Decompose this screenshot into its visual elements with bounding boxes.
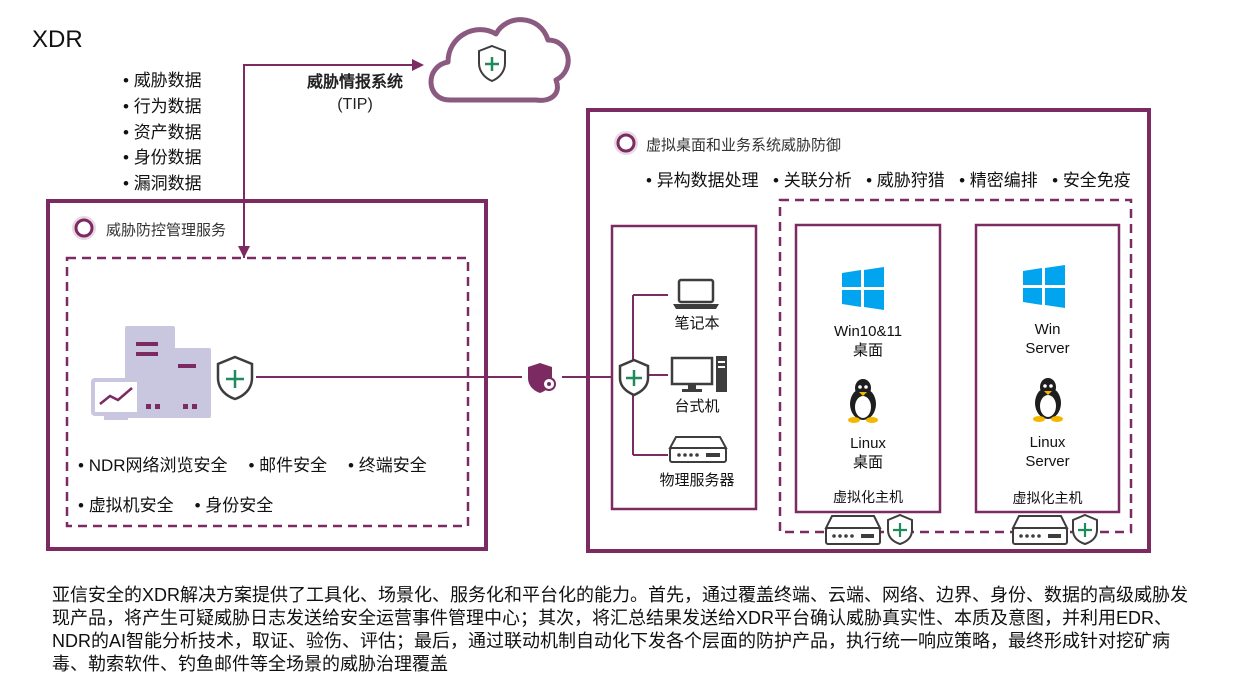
host1-windows-label: Win10&11 桌面 — [796, 322, 940, 360]
desktop-icon — [670, 356, 727, 392]
laptop-icon — [673, 278, 719, 309]
cloud-shield-icon — [478, 44, 506, 83]
linux-icon — [848, 379, 878, 423]
right-panel-target-icon — [614, 131, 638, 155]
data-type-item: 资产数据 — [123, 118, 202, 143]
left-feature-item: 身份安全 — [195, 496, 274, 515]
tip-arrow — [238, 59, 424, 258]
left-feature-item: 邮件安全 — [248, 456, 327, 475]
device-label-server: 物理服务器 — [659, 472, 735, 489]
left-panel-target-icon — [72, 216, 96, 240]
host-shield-icon — [1072, 513, 1098, 546]
host2-windows-label: Win Server — [976, 320, 1119, 358]
tip-abbr: (TIP) — [337, 96, 373, 113]
host2-linux-line1: Linux — [1029, 434, 1066, 451]
page-title: XDR — [32, 26, 83, 53]
data-type-item: 身份数据 — [123, 143, 202, 168]
data-type-item: 威胁数据 — [123, 66, 202, 91]
left-panel-title: 威胁防控管理服务 — [106, 222, 227, 239]
right-feature-item: 关联分析 — [773, 171, 852, 190]
device-label-laptop: 笔记本 — [674, 315, 720, 332]
host1-windows-line2: 桌面 — [852, 342, 883, 359]
right-feature-list: 异构数据处理 关联分析 威胁狩猎 精密编排 安全免疫 — [646, 166, 1131, 191]
host1-linux-line1: Linux — [850, 435, 886, 452]
data-type-item: 行为数据 — [123, 92, 202, 117]
left-panel-frame — [46, 199, 488, 551]
left-feature-list-row1: NDR网络浏览安全 邮件安全 终端安全 — [78, 451, 427, 476]
left-feature-list-row2: 虚拟机安全 身份安全 — [78, 491, 273, 516]
host-server-icon — [824, 515, 882, 545]
left-feature-item: 虚拟机安全 — [78, 496, 174, 515]
windows-icon — [1023, 265, 1065, 308]
tip-label: 威胁情报系统 (TIP) — [290, 72, 420, 116]
description-paragraph: 亚信安全的XDR解决方案提供了工具化、场景化、服务化和平台化的能力。首先，通过覆… — [52, 585, 1188, 674]
host2-linux-line2: Server — [1025, 453, 1070, 470]
linux-icon — [1033, 378, 1063, 422]
host1-linux-line2: 桌面 — [852, 454, 883, 471]
right-feature-item: 精密编排 — [959, 171, 1038, 190]
tip-name: 威胁情报系统 — [306, 74, 403, 91]
right-panel-title: 虚拟桌面和业务系统威胁防御 — [646, 137, 842, 154]
data-type-item: 漏洞数据 — [123, 169, 202, 194]
left-shield-icon — [216, 355, 254, 401]
right-feature-item: 异构数据处理 — [646, 171, 759, 190]
host2-footer: 虚拟化主机 — [1012, 490, 1083, 506]
host2-windows-line1: Win — [1034, 321, 1061, 338]
host2-linux-label: Linux Server — [976, 433, 1119, 471]
host1-windows-line1: Win10&11 — [833, 323, 903, 340]
host-server-icon — [1011, 515, 1069, 545]
left-feature-item: NDR网络浏览安全 — [78, 456, 228, 475]
right-feature-item: 安全免疫 — [1052, 171, 1131, 190]
management-server-icon — [91, 326, 211, 420]
gateway-shield-icon — [522, 362, 562, 394]
host2-windows-line2: Server — [1025, 340, 1070, 357]
left-feature-item: 终端安全 — [348, 456, 427, 475]
right-panel-frame — [586, 108, 1151, 553]
windows-icon — [842, 267, 884, 310]
device-shield-icon — [618, 358, 650, 397]
right-feature-item: 威胁狩猎 — [866, 171, 945, 190]
server-icon — [668, 436, 728, 463]
host1-footer: 虚拟化主机 — [833, 489, 903, 505]
host1-linux-label: Linux 桌面 — [796, 434, 940, 472]
left-panel-dashed — [65, 256, 470, 528]
host-shield-icon — [887, 513, 913, 546]
device-label-desktop: 台式机 — [674, 398, 720, 415]
hosts-dashed — [778, 198, 1133, 534]
